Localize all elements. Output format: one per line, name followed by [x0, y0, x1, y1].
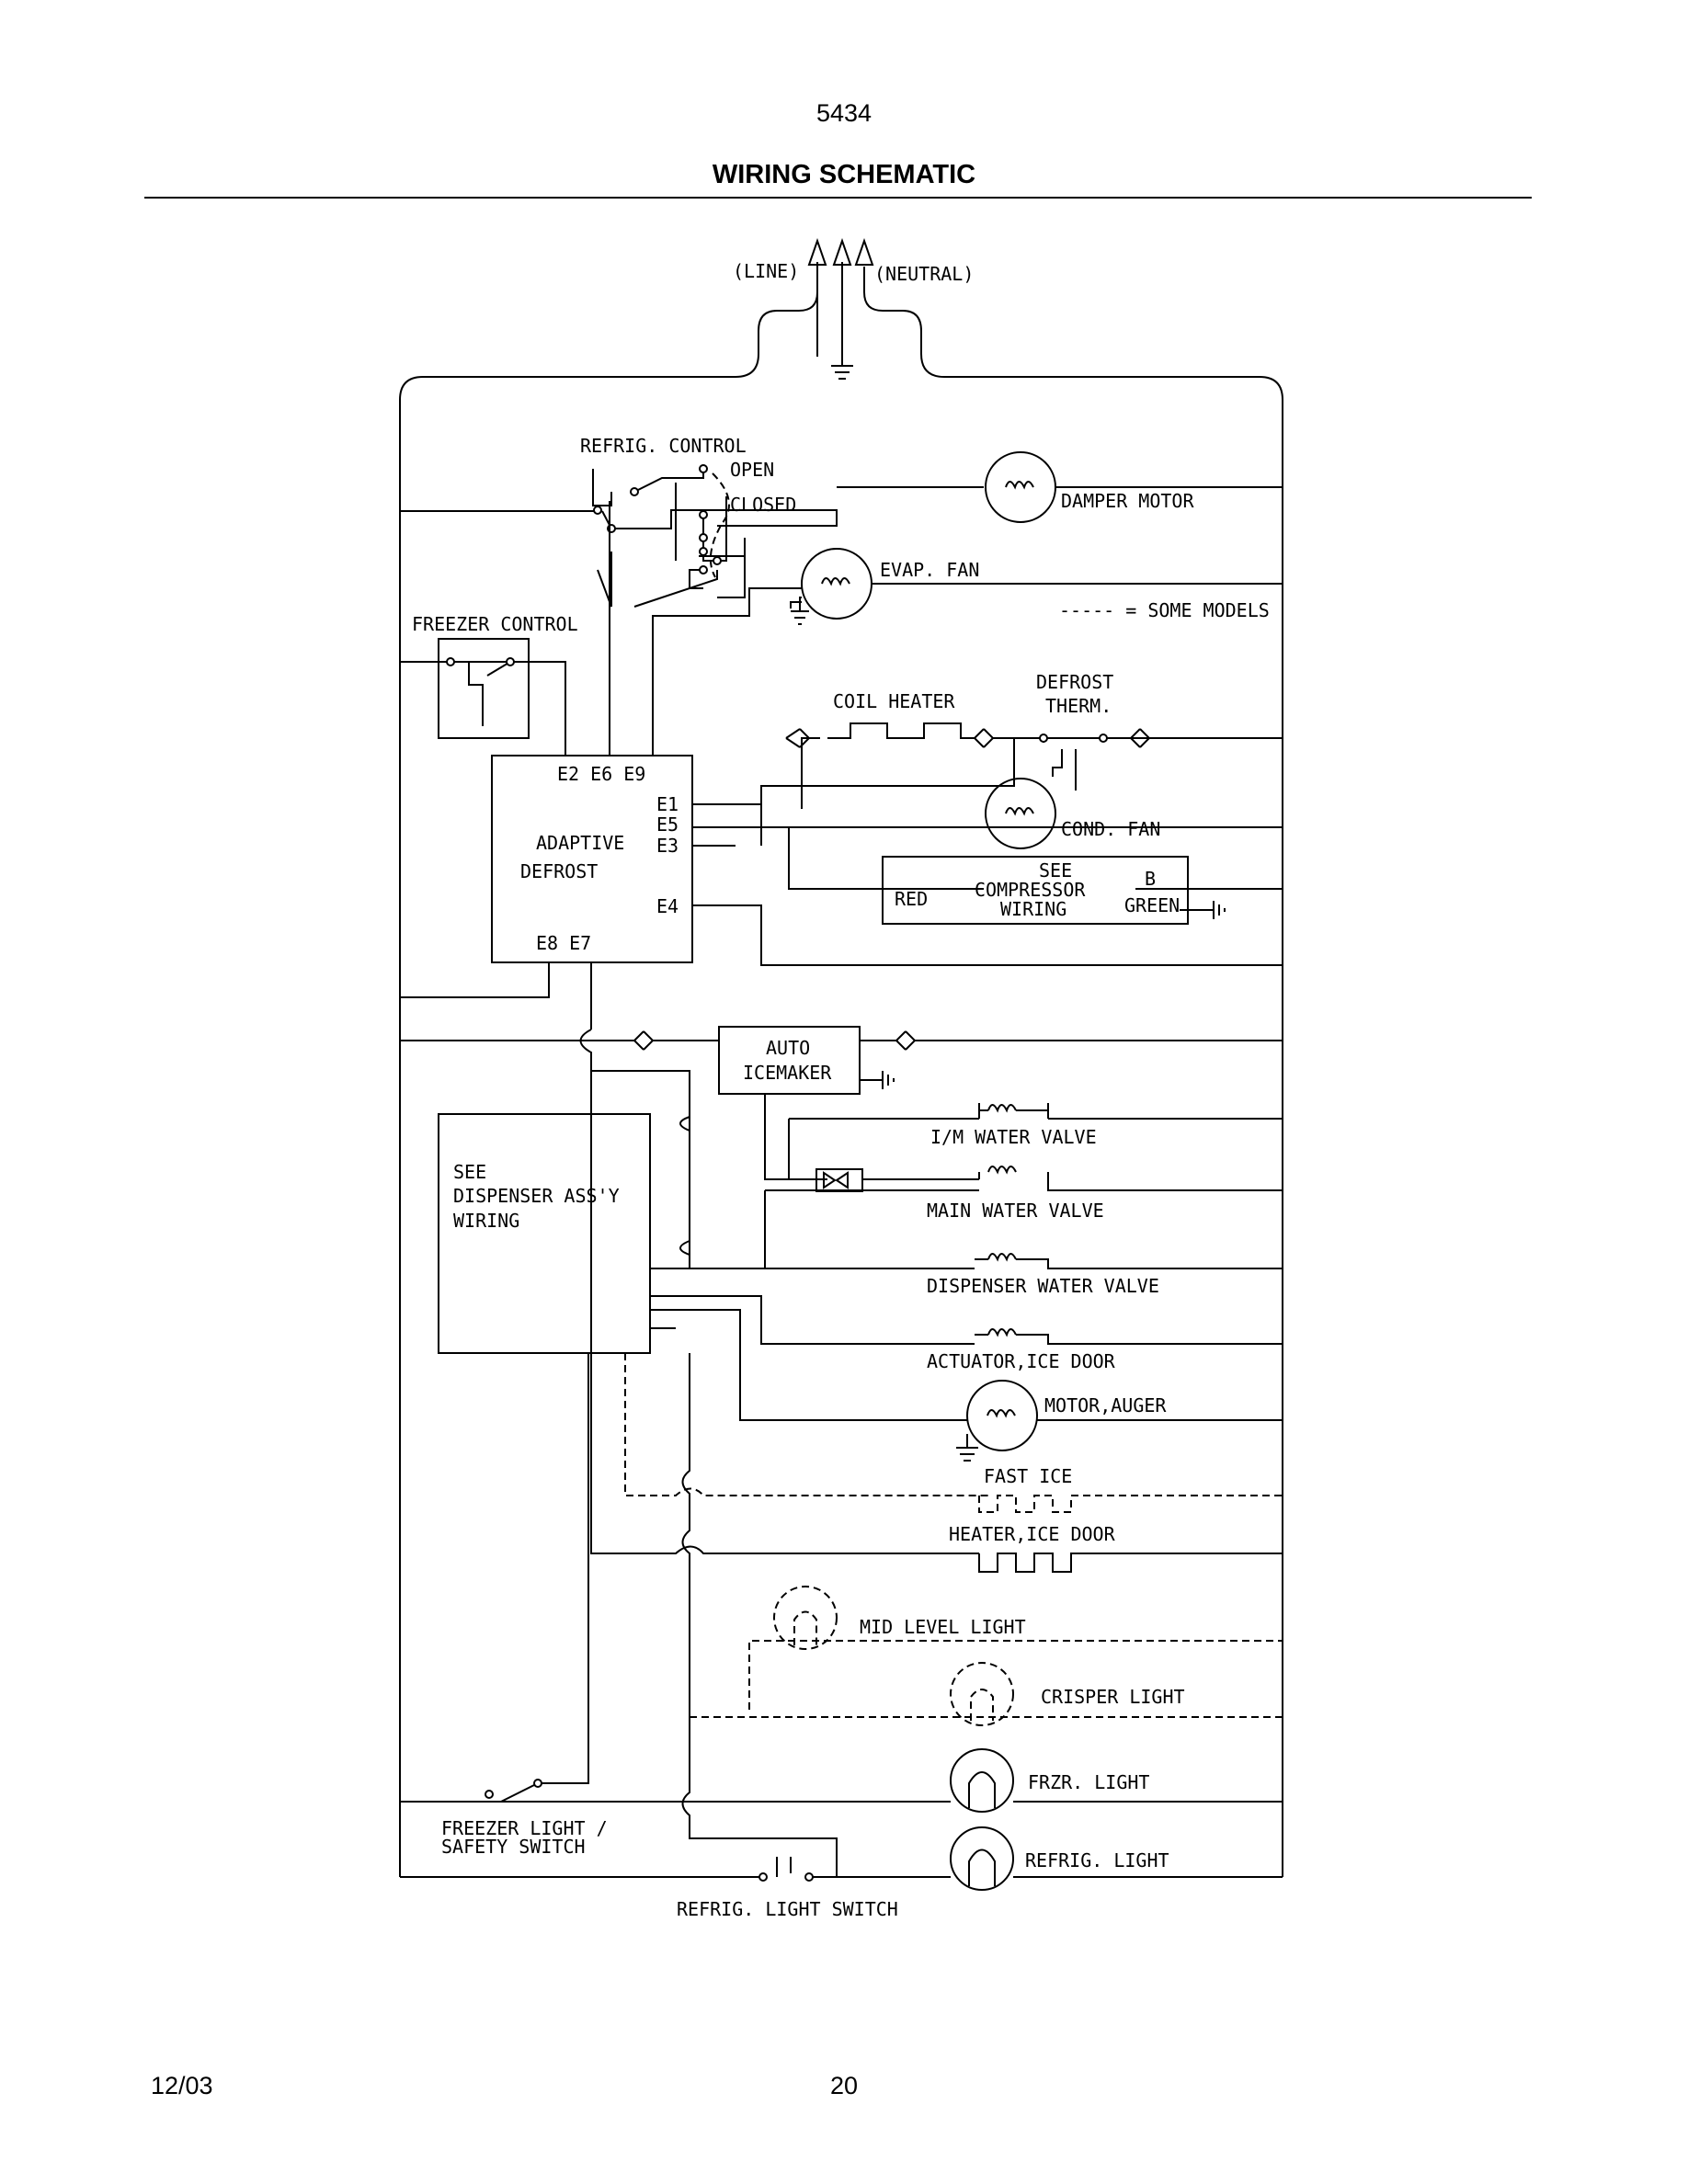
- im-water-valve-icon: [788, 1103, 1283, 1179]
- compressor-red-label: RED: [895, 888, 928, 910]
- main-water-valve-icon: [764, 1166, 1283, 1268]
- defrost-therm-label-1: DEFROST: [1036, 671, 1113, 693]
- adaptive-defrost-e4: E4: [656, 895, 679, 917]
- auto-icemaker-label-2: ICEMAKER: [743, 1062, 832, 1084]
- cond-fan-label: COND. FAN: [1061, 818, 1160, 840]
- closed-label: CLOSED: [730, 494, 796, 516]
- coil-heater-icon: [760, 722, 1283, 846]
- fast-ice-label: FAST ICE: [984, 1465, 1072, 1487]
- auto-icemaker-box: [400, 1026, 1283, 1268]
- freezer-control: [400, 501, 610, 756]
- frzr-light-icon: [400, 1353, 1283, 1813]
- refrig-light-icon: [400, 1826, 1283, 1891]
- compressor-green-label: GREEN: [1124, 894, 1180, 916]
- page-title: WIRING SCHEMATIC: [712, 160, 976, 189]
- adaptive-defrost-box: [400, 755, 1283, 1029]
- title-rule: [144, 197, 1532, 199]
- refrig-control-label: REFRIG. CONTROL: [580, 435, 747, 457]
- heater-ice-door-icon: [590, 1353, 1283, 1831]
- see-compressor-3: WIRING: [1000, 898, 1066, 920]
- main-water-valve-label: MAIN WATER VALVE: [927, 1200, 1104, 1222]
- adaptive-defrost-e-top: E2 E6 E9: [557, 763, 645, 785]
- footer-date: 12/03: [151, 2072, 213, 2099]
- page-number: 20: [829, 2072, 859, 2099]
- evap-fan-label: EVAP. FAN: [880, 559, 979, 581]
- power-input: [399, 237, 1283, 421]
- dispenser-assembly-box: [438, 1071, 1283, 1421]
- fast-ice-icon: [624, 1353, 1283, 1513]
- motor-auger-label: MOTOR,AUGER: [1044, 1394, 1167, 1416]
- freezer-light-switch-label-2: SAFETY SWITCH: [441, 1836, 586, 1858]
- mid-level-light-label: MID LEVEL LIGHT: [860, 1616, 1026, 1638]
- adaptive-defrost-e1: E1: [656, 793, 679, 815]
- freezer-control-label: FREEZER CONTROL: [412, 613, 578, 635]
- frzr-light-label: FRZR. LIGHT: [1028, 1771, 1149, 1793]
- see-compressor-1: SEE: [1039, 859, 1072, 882]
- adaptive-defrost-label-2: DEFROST: [520, 860, 598, 882]
- compressor-wiring-box: [882, 856, 1283, 925]
- crisper-light-label: CRISPER LIGHT: [1041, 1686, 1185, 1708]
- some-models-legend: ----- = SOME MODELS: [1059, 599, 1270, 621]
- see-dispenser-1: SEE: [453, 1161, 486, 1183]
- damper-motor-label: DAMPER MOTOR: [1061, 490, 1194, 512]
- compressor-b-label: B: [1145, 868, 1156, 890]
- evap-fan-icon: [652, 548, 1283, 756]
- adaptive-defrost-label-1: ADAPTIVE: [536, 832, 624, 854]
- im-water-valve-label: I/M WATER VALVE: [930, 1126, 1097, 1148]
- open-label: OPEN: [730, 459, 774, 481]
- cond-fan-icon: [692, 778, 1056, 849]
- auto-icemaker-label-1: AUTO: [766, 1037, 810, 1059]
- defrost-therm-icon: [1039, 728, 1151, 791]
- defrost-therm-label-2: THERM.: [1045, 695, 1112, 717]
- adaptive-defrost-e5: E5: [656, 813, 679, 836]
- coil-heater-label: COIL HEATER: [833, 690, 955, 712]
- mid-level-light-icon: [748, 1586, 1283, 1710]
- actuator-ice-door-label: ACTUATOR,ICE DOOR: [927, 1350, 1116, 1372]
- line-label: (LINE): [733, 260, 799, 282]
- refrig-light-switch-label: REFRIG. LIGHT SWITCH: [677, 1898, 898, 1920]
- frame-rails: [399, 404, 1283, 1877]
- dispenser-water-valve-label: DISPENSER WATER VALVE: [927, 1275, 1159, 1297]
- see-compressor-2: COMPRESSOR: [975, 879, 1086, 901]
- refrig-control: [400, 464, 984, 608]
- adaptive-defrost-e-bottom: E8 E7: [536, 932, 591, 954]
- heater-ice-door-label: HEATER,ICE DOOR: [949, 1523, 1116, 1545]
- neutral-label: (NEUTRAL): [874, 263, 974, 285]
- damper-motor-icon: [985, 451, 1283, 523]
- crisper-light-icon: [690, 1662, 1283, 1726]
- motor-auger-icon: [956, 1380, 1283, 1462]
- freezer-light-switch-label-1: FREEZER LIGHT /: [441, 1817, 608, 1839]
- see-dispenser-3: WIRING: [453, 1210, 519, 1232]
- adaptive-defrost-e3: E3: [656, 835, 679, 857]
- see-dispenser-2: DISPENSER ASS'Y: [453, 1185, 620, 1207]
- refrig-light-label: REFRIG. LIGHT: [1025, 1849, 1169, 1871]
- model-number: 5434: [815, 99, 873, 127]
